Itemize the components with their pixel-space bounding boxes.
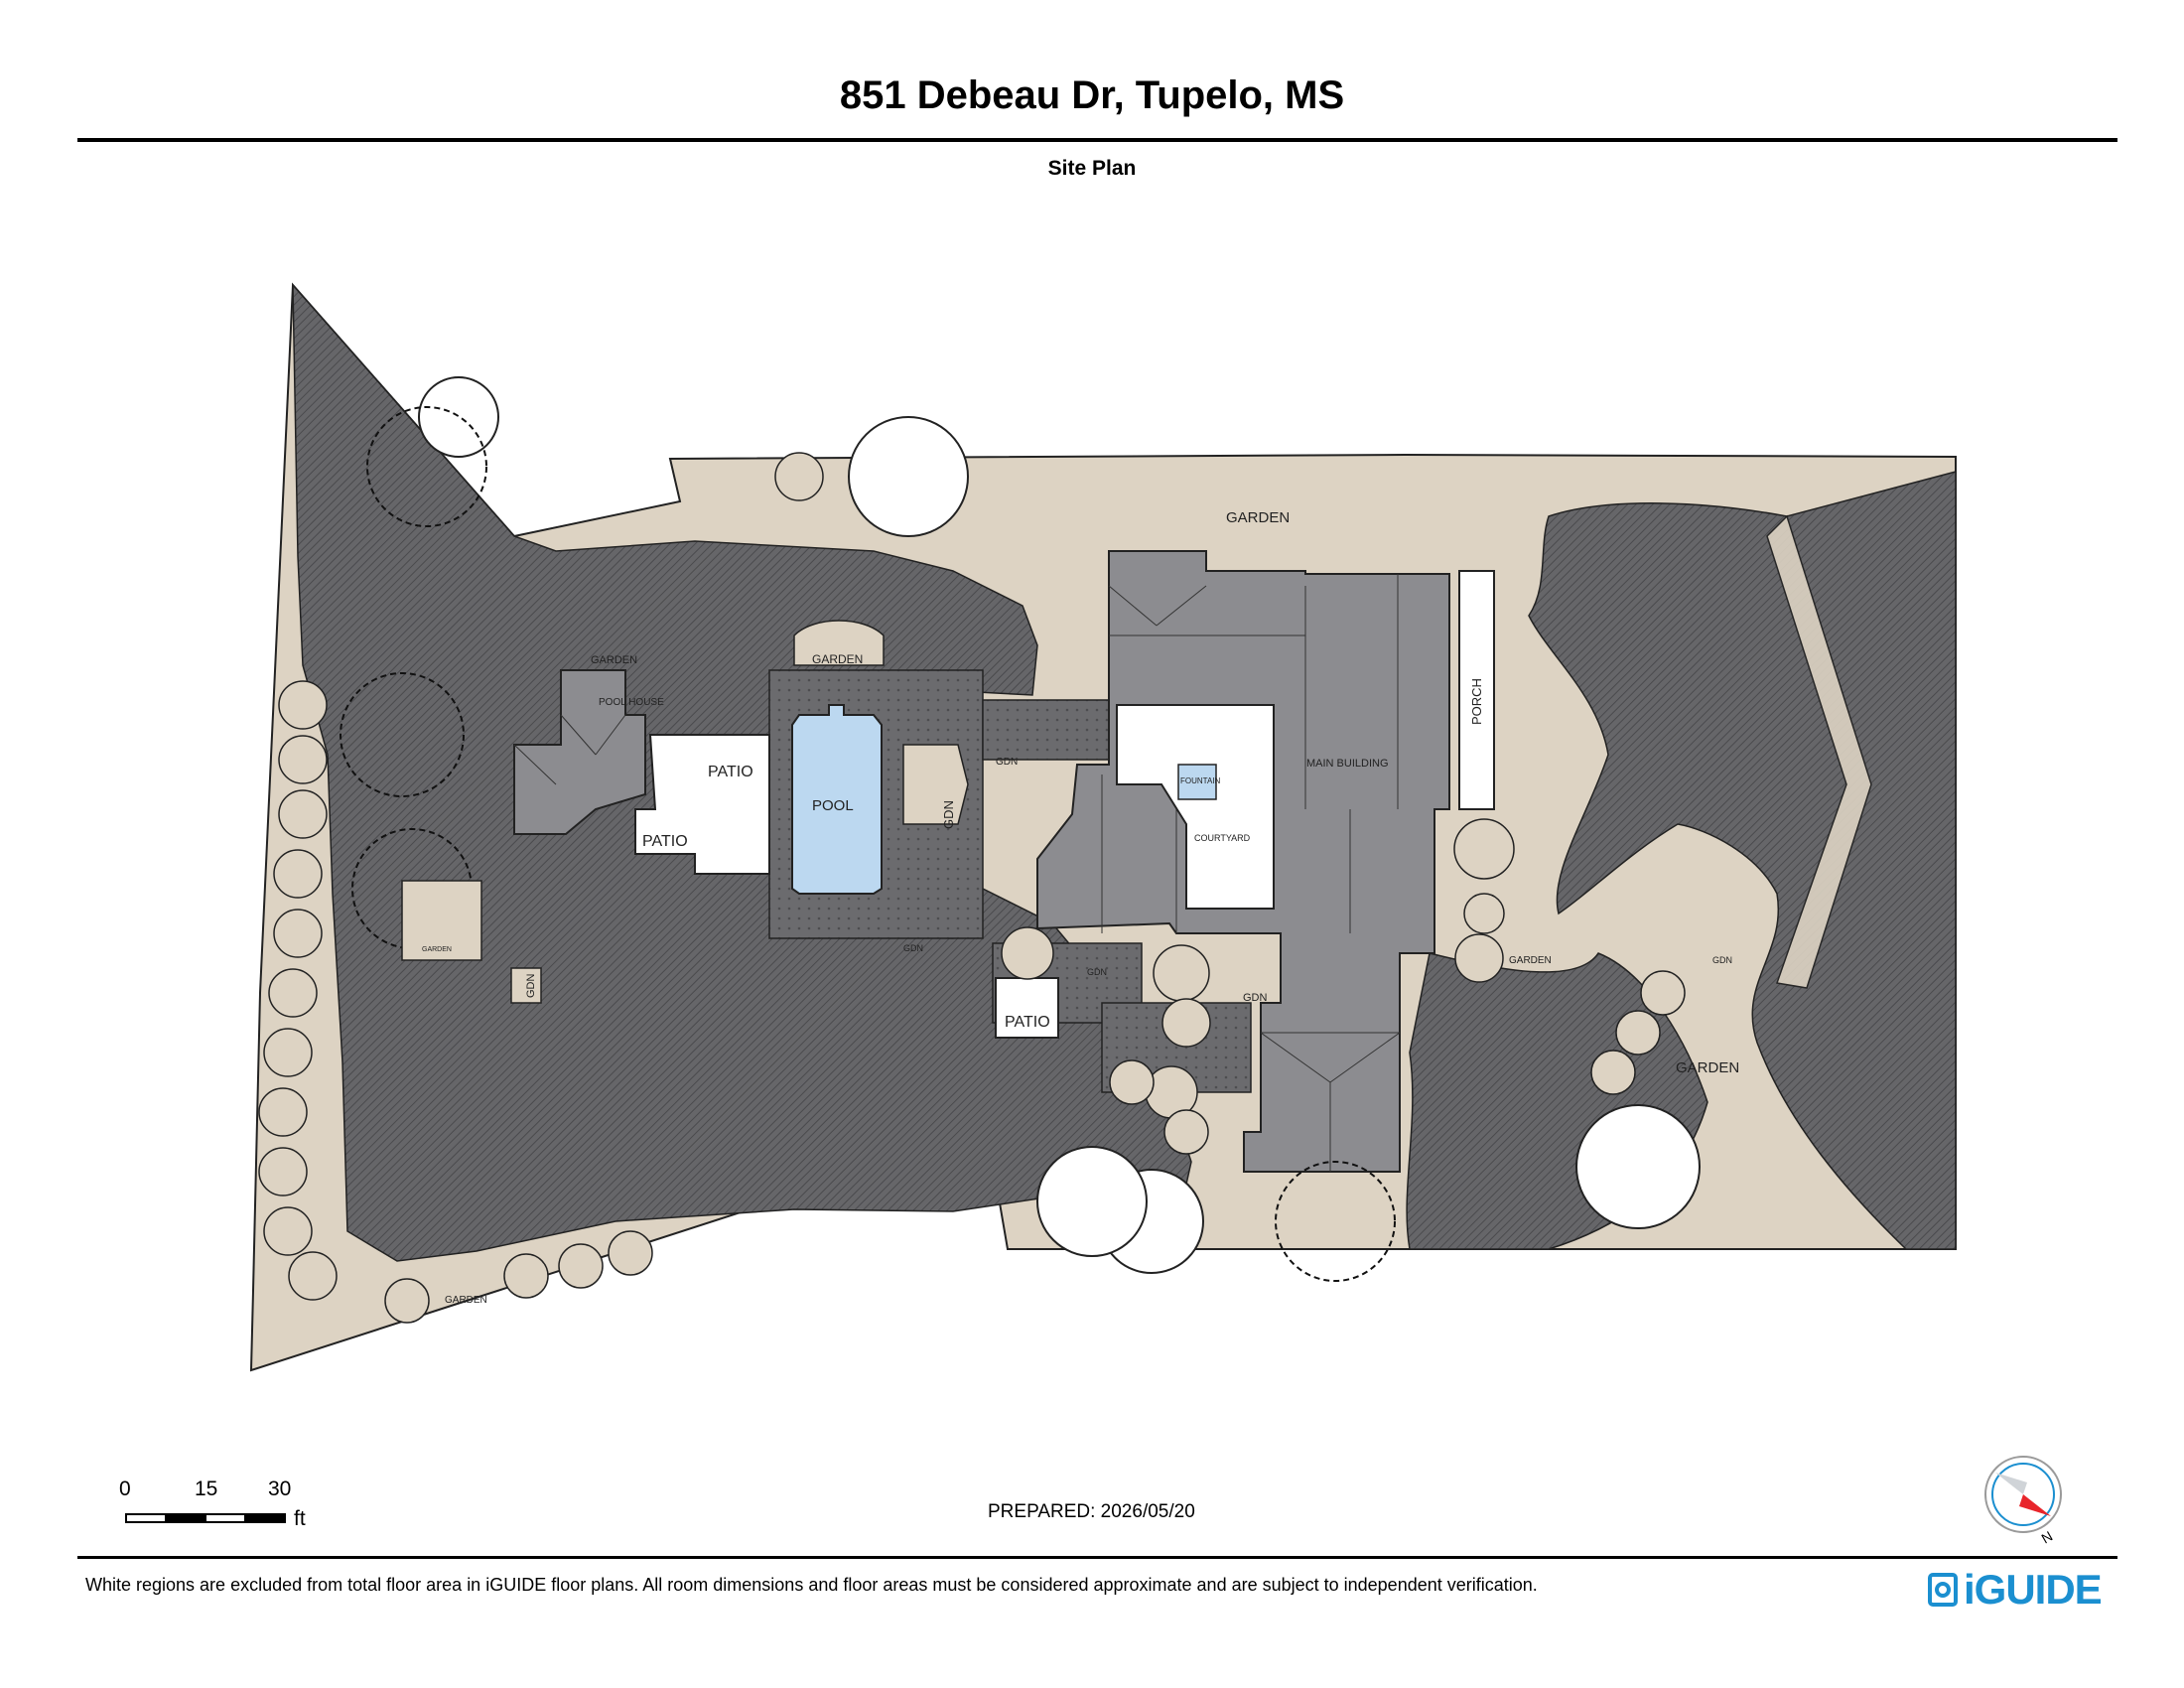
label-gdn-right: GDN xyxy=(1712,955,1732,965)
garden-plot xyxy=(401,880,542,1004)
page-subtitle: Site Plan xyxy=(1047,157,1137,180)
patios xyxy=(634,570,1495,1039)
scale-tick-15: 15 xyxy=(195,1477,218,1500)
page-title: 851 Debeau Dr, Tupelo, MS xyxy=(839,73,1345,117)
pool-house xyxy=(513,669,646,835)
label-gdn-south-1: GDN xyxy=(903,943,923,953)
label-patio-left-lower: PATIO xyxy=(642,833,688,850)
label-gdn-pool: GDN xyxy=(941,800,956,829)
iguide-logo-text: iGUIDE xyxy=(1964,1566,2103,1613)
label-gdn-south-2: GDN xyxy=(1087,967,1107,977)
prepared-date: PREPARED: 2026/05/20 xyxy=(988,1501,1195,1522)
label-gdn-left: GDN xyxy=(525,974,537,999)
lawn-trees xyxy=(340,406,1396,1282)
label-pool-house: POOL HOUSE xyxy=(599,697,664,708)
scale-tick-0: 0 xyxy=(119,1477,131,1500)
scale-segment-1 xyxy=(125,1513,167,1523)
label-gdn-south-3: GDN xyxy=(1243,992,1268,1004)
label-gdn-court: GDN xyxy=(996,757,1018,768)
trees xyxy=(418,376,1701,1274)
scale-segment-3 xyxy=(205,1513,246,1523)
iguide-logo-icon xyxy=(1928,1573,1958,1607)
label-garden-box: GARDEN xyxy=(422,946,452,953)
label-garden-pool: GARDEN xyxy=(812,652,863,666)
label-porch: PORCH xyxy=(1469,678,1484,725)
label-garden-bottom: GARDEN xyxy=(445,1295,487,1306)
plan-labels: GARDEN GARDEN GARDEN POOL HOUSE PATIO PA… xyxy=(422,509,1739,1306)
label-courtyard: COURTYARD xyxy=(1194,833,1251,843)
label-patio-south: PATIO xyxy=(1005,1014,1050,1031)
label-garden-poolhouse: GARDEN xyxy=(591,654,637,666)
scale-unit: ft xyxy=(294,1507,306,1530)
label-main-building: MAIN BUILDING xyxy=(1306,758,1389,770)
scale-tick-30: 30 xyxy=(268,1477,292,1500)
scale-bar: 0 15 30 ft xyxy=(117,1477,336,1537)
footer-divider xyxy=(77,1556,2117,1559)
label-garden-top: GARDEN xyxy=(1226,509,1290,526)
swimming-pool xyxy=(791,704,883,895)
pool-garden-beds xyxy=(793,620,969,825)
scale-segment-4 xyxy=(244,1513,286,1523)
disclaimer-text: White regions are excluded from total fl… xyxy=(85,1575,1538,1595)
label-pool: POOL xyxy=(812,797,854,814)
shrubs xyxy=(258,452,1686,1324)
label-fountain: FOUNTAIN xyxy=(1180,776,1221,785)
scale-segment-2 xyxy=(165,1513,206,1523)
courtyard xyxy=(1116,704,1275,910)
compass-rose-icon: N xyxy=(1984,1456,2062,1546)
driveway-edge xyxy=(1766,514,1872,989)
compass-north-label: N xyxy=(2039,1528,2056,1546)
label-patio-left-upper: PATIO xyxy=(708,764,753,780)
label-garden-right: GARDEN xyxy=(1676,1059,1739,1076)
title-divider xyxy=(77,138,2117,142)
label-garden-drive: GARDEN xyxy=(1509,955,1552,966)
iguide-logo: iGUIDE xyxy=(1928,1566,2103,1613)
